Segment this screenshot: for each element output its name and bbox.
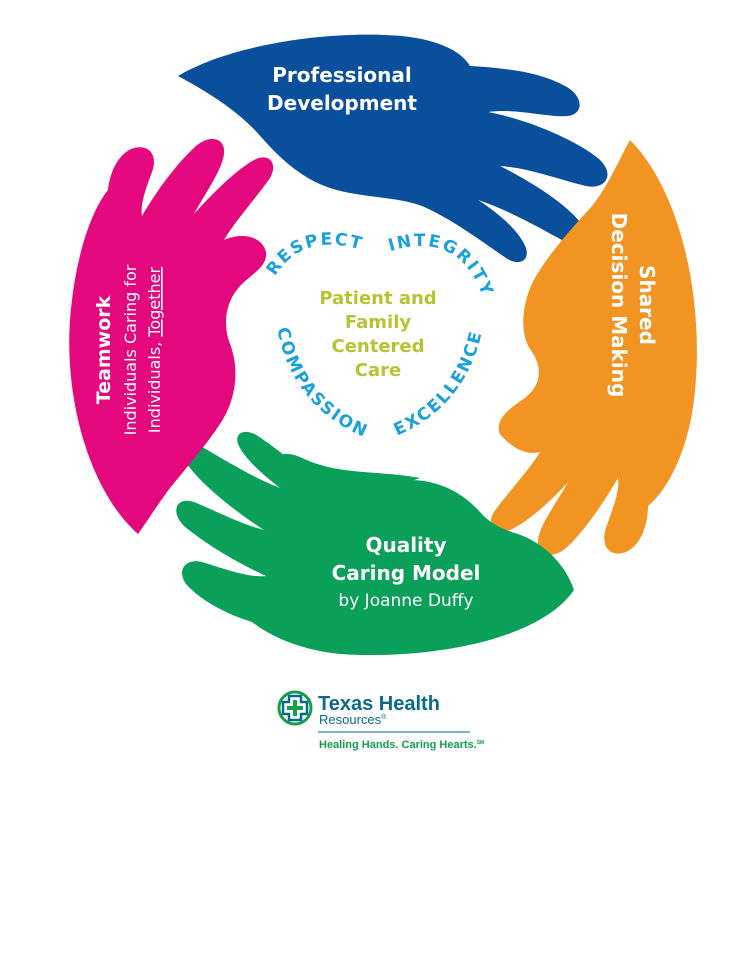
orange-hand-shape <box>490 140 697 555</box>
logo-subtitle-text: Resources <box>319 712 382 727</box>
hand-quality-caring-model: Quality Caring Model by Joanne Duffy <box>176 431 574 656</box>
left-hand-subtitle-line2: Individuals, Together <box>145 267 164 434</box>
logo-subtitle: Resources® <box>319 712 387 727</box>
value-respect-text: RESPECT <box>263 229 364 279</box>
right-hand-title-line1: Shared <box>635 265 659 345</box>
top-hand-title-line1: Professional <box>272 63 412 87</box>
logo-name: Texas Health <box>318 693 440 715</box>
center-line2: Family <box>345 312 411 333</box>
left-hand-subtitle-part-b: Together <box>145 267 164 338</box>
top-hand-title-line2: Development <box>267 91 417 115</box>
left-hand-subtitle-line1: Individuals Caring for <box>121 264 140 435</box>
green-hand-finger-top <box>276 453 420 488</box>
cross-in-circle-icon <box>277 690 313 726</box>
center-line3: Centered <box>331 336 424 357</box>
logo-service-mark: SM <box>477 740 485 746</box>
green-hand-shape <box>176 431 574 656</box>
bottom-hand-title-line2: Caring Model <box>332 561 481 585</box>
center-line1: Patient and <box>319 288 436 309</box>
right-hand-title-line2: Decision Making <box>607 213 631 398</box>
logo-tagline: Healing Hands. Caring Hearts.SM <box>319 739 484 751</box>
magenta-hand-shape <box>69 139 274 534</box>
value-respect: RESPECT <box>263 229 366 279</box>
hand-teamwork: Teamwork Individuals Caring for Individu… <box>69 139 274 534</box>
hand-professional-development: Professional Development <box>178 34 608 263</box>
logo-tagline-text: Healing Hands. Caring Hearts. <box>319 739 477 751</box>
center-line4: Care <box>355 360 401 381</box>
logo-registered-mark: ® <box>381 713 387 721</box>
bottom-hand-title-line1: Quality <box>365 533 446 557</box>
left-hand-title: Teamwork <box>93 295 115 404</box>
texas-health-logo: Texas Health Resources® Healing Hands. C… <box>277 690 484 751</box>
hand-shared-decision-making: Shared Decision Making <box>490 140 697 555</box>
bottom-hand-subtitle: by Joanne Duffy <box>338 591 473 611</box>
left-hand-subtitle-part-a: Individuals, <box>145 337 164 433</box>
heart-values: RESPECT INTEGRITY COMPASSION EXCELLENCE … <box>263 229 496 442</box>
blue-hand-shape <box>178 34 608 263</box>
